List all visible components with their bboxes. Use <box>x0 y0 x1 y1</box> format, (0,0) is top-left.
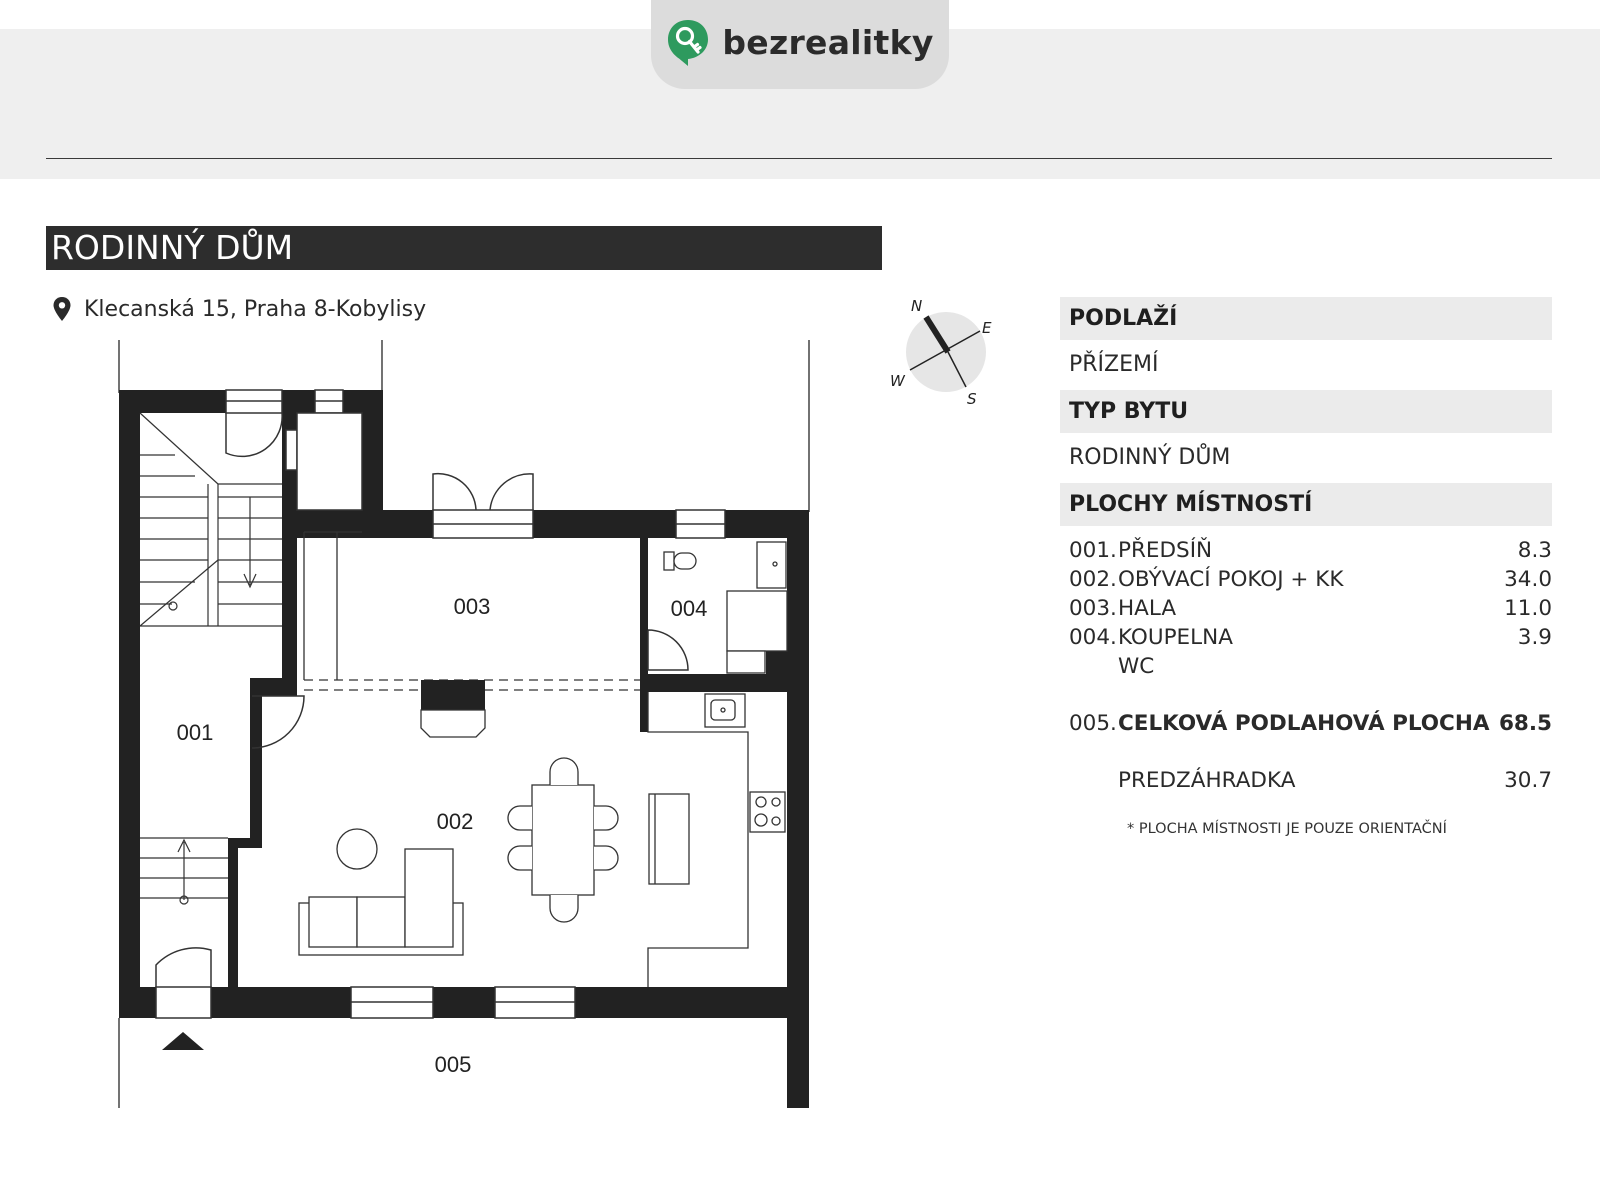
room-name: PŘEDSÍŇ <box>1118 538 1213 563</box>
compass-needle-south <box>947 351 967 388</box>
room-row: 002. OBÝVACÍ POKOJ + KK 34.0 <box>1060 565 1552 594</box>
total-number: 005. <box>1069 711 1117 736</box>
brand-logo-tab[interactable]: bezrealitky <box>651 0 949 89</box>
door-swings <box>155 412 689 987</box>
room-area: 8.3 <box>1517 538 1552 563</box>
bathroom-fixtures <box>663 541 788 674</box>
address-text: Klecanská 15, Praha 8-Kobylisy <box>84 296 427 322</box>
room-number: 002. <box>1069 567 1117 592</box>
room-number: 003. <box>1069 596 1117 621</box>
room-name: KOUPELNA <box>1118 625 1233 650</box>
fireplace <box>420 680 486 738</box>
compass-needle-north <box>923 315 951 354</box>
area-footnote: * PLOCHA MÍSTNOSTI JE POUZE ORIENTAČNÍ <box>1127 821 1447 837</box>
kitchen <box>647 692 786 987</box>
info-panel: PODLAŽÍ PŘÍZEMÍ TYP BYTU RODINNÝ DŮM PLO… <box>1060 297 1552 837</box>
compass-label-e: E <box>982 319 992 337</box>
room-label-003: 003 <box>454 594 491 619</box>
title-bar: RODINNÝ DŮM <box>46 226 882 270</box>
garden-name: PREDZÁHRADKA <box>1118 768 1296 793</box>
room-area: 11.0 <box>1504 596 1552 621</box>
address: Klecanská 15, Praha 8-Kobylisy <box>52 294 426 324</box>
location-pin-icon <box>53 297 71 321</box>
room-row: 001. PŘEDSÍŇ 8.3 <box>1060 536 1552 565</box>
room-number: 004. <box>1069 625 1117 650</box>
room-row: 004. KOUPELNA 3.9 <box>1060 623 1552 652</box>
areas-heading: PLOCHY MÍSTNOSTÍ <box>1060 483 1552 526</box>
total-name: CELKOVÁ PODLAHOVÁ PLOCHA <box>1118 711 1490 736</box>
garden-area: 30.7 <box>1504 768 1552 793</box>
room-name: OBÝVACÍ POKOJ + KK <box>1118 567 1344 592</box>
floor-value: PŘÍZEMÍ <box>1069 352 1159 377</box>
compass-label-s: S <box>967 390 977 408</box>
total-area: 68.5 <box>1498 711 1552 736</box>
room-areas-list: 001. PŘEDSÍŇ 8.3 002. OBÝVACÍ POKOJ + KK… <box>1060 536 1552 837</box>
room-labels: 003 004 001 002 005 <box>177 594 708 1077</box>
room-row: 003. HALA 11.0 <box>1060 594 1552 623</box>
total-area-row: 005. CELKOVÁ PODLAHOVÁ PLOCHA 68.5 <box>1060 709 1552 738</box>
key-pin-icon <box>668 19 709 66</box>
windows <box>155 389 726 1019</box>
dining-table <box>507 757 619 923</box>
room-label-005: 005 <box>435 1052 472 1077</box>
exterior-walls <box>119 390 809 1108</box>
type-value: RODINNÝ DŮM <box>1069 445 1231 470</box>
type-heading: TYP BYTU <box>1060 390 1552 433</box>
room-number: 001. <box>1069 538 1117 563</box>
room-label-002: 002 <box>437 809 474 834</box>
compass-label-w: W <box>890 372 906 390</box>
staircase <box>139 412 282 905</box>
room-label-004: 004 <box>671 596 708 621</box>
utility-niche <box>296 412 363 511</box>
garden-fence <box>118 340 810 1108</box>
entrance-arrow <box>162 1032 204 1050</box>
brand-name: bezrealitky <box>722 23 934 62</box>
compass: N E W S <box>890 297 992 408</box>
compass-axis-ew <box>909 330 981 371</box>
page-title: RODINNÝ DŮM <box>51 228 294 267</box>
room-row: WC <box>1060 652 1552 681</box>
compass-label-n: N <box>911 297 922 315</box>
sofa <box>298 828 464 956</box>
floor-plan: 003 004 001 002 005 <box>118 340 810 1108</box>
room-area: 3.9 <box>1517 625 1552 650</box>
garden-row: PREDZÁHRADKA 30.7 <box>1060 766 1552 795</box>
room-name: HALA <box>1118 596 1177 621</box>
room-area: 34.0 <box>1504 567 1552 592</box>
room-label-001: 001 <box>177 720 214 745</box>
room-name: WC <box>1118 654 1155 679</box>
floor-heading: PODLAŽÍ <box>1060 297 1552 340</box>
header-divider <box>46 158 1552 159</box>
